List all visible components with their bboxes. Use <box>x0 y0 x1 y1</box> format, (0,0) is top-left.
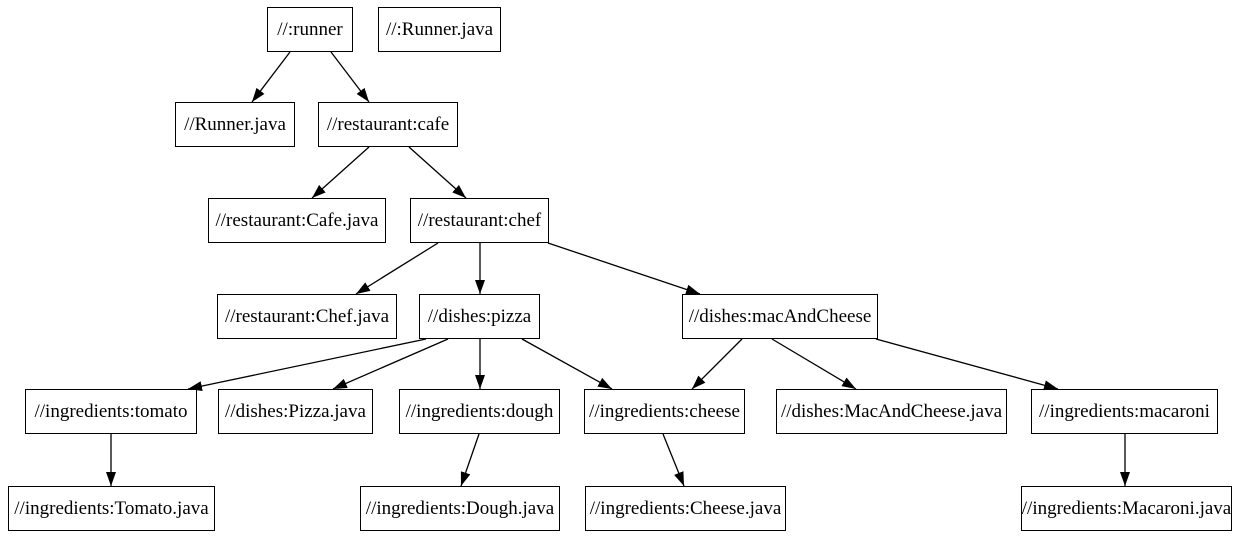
graph-node-tomato_java: //ingredients:Tomato.java <box>8 486 215 531</box>
graph-edge-runner-to-cafe <box>330 51 370 103</box>
graph-edge-chef-to-mac_and_cheese <box>547 242 701 295</box>
graph-edge-dough-to-dough_java <box>460 433 480 487</box>
graph-edge-pizza-to-tomato <box>187 338 427 392</box>
graph-edge-runner-to-runner_java <box>251 51 291 103</box>
graph-edge-cafe-to-cafe_java <box>311 146 370 199</box>
graph-edge-mac_and_cheese-to-mac_and_cheese_java <box>771 338 857 390</box>
graph-node-chef: //restaurant:chef <box>410 198 549 243</box>
graph-node-pizza_java: //dishes:Pizza.java <box>218 389 373 434</box>
graph-node-cafe_java: //restaurant:Cafe.java <box>208 198 386 243</box>
graph-node-cafe: //restaurant:cafe <box>318 102 458 147</box>
graph-node-macaroni: //ingredients:macaroni <box>1031 389 1218 434</box>
graph-node-runner_java_top: //:Runner.java <box>378 7 501 52</box>
graph-edge-cheese-to-cheese_java <box>662 433 685 487</box>
graph-edge-pizza-to-pizza_java <box>332 338 449 390</box>
graph-node-mac_and_cheese: //dishes:macAndCheese <box>682 294 878 339</box>
graph-node-macaroni_java: //ingredients:Macaroni.java <box>1021 486 1232 531</box>
graph-node-cheese: //ingredients:cheese <box>584 389 745 434</box>
graph-node-runner_java: //Runner.java <box>175 102 295 147</box>
graph-node-cheese_java: //ingredients:Cheese.java <box>585 486 786 531</box>
graph-edge-cafe-to-chef <box>408 146 467 199</box>
graph-edge-pizza-to-cheese <box>521 338 613 390</box>
graph-node-runner: //:runner <box>267 7 353 52</box>
graph-node-chef_java: //restaurant:Chef.java <box>217 294 397 339</box>
graph-node-mac_and_cheese_java: //dishes:MacAndCheese.java <box>776 389 1007 434</box>
graph-edge-mac_and_cheese-to-cheese <box>691 338 743 390</box>
graph-edge-mac_and_cheese-to-macaroni <box>875 338 1059 391</box>
graph-node-dough: //ingredients:dough <box>399 389 560 434</box>
graph-node-tomato: //ingredients:tomato <box>25 389 197 434</box>
graph-edge-chef-to-chef_java <box>355 242 439 295</box>
graph-node-dough_java: //ingredients:Dough.java <box>360 486 560 531</box>
graph-node-pizza: //dishes:pizza <box>419 294 540 339</box>
